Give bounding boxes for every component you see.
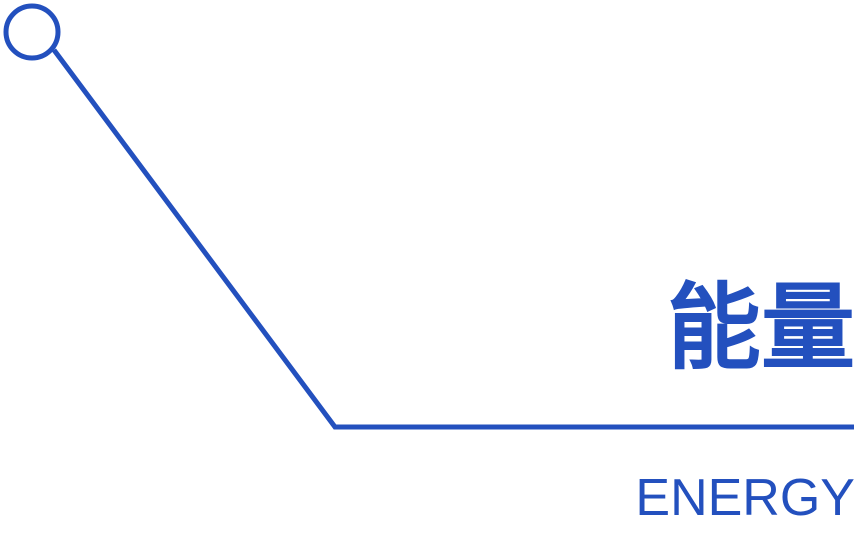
circle-outline-icon xyxy=(3,3,61,61)
leader-polyline xyxy=(51,48,854,430)
title-english: ENERGY xyxy=(635,469,855,527)
title-chinese: 能量 xyxy=(666,274,855,383)
